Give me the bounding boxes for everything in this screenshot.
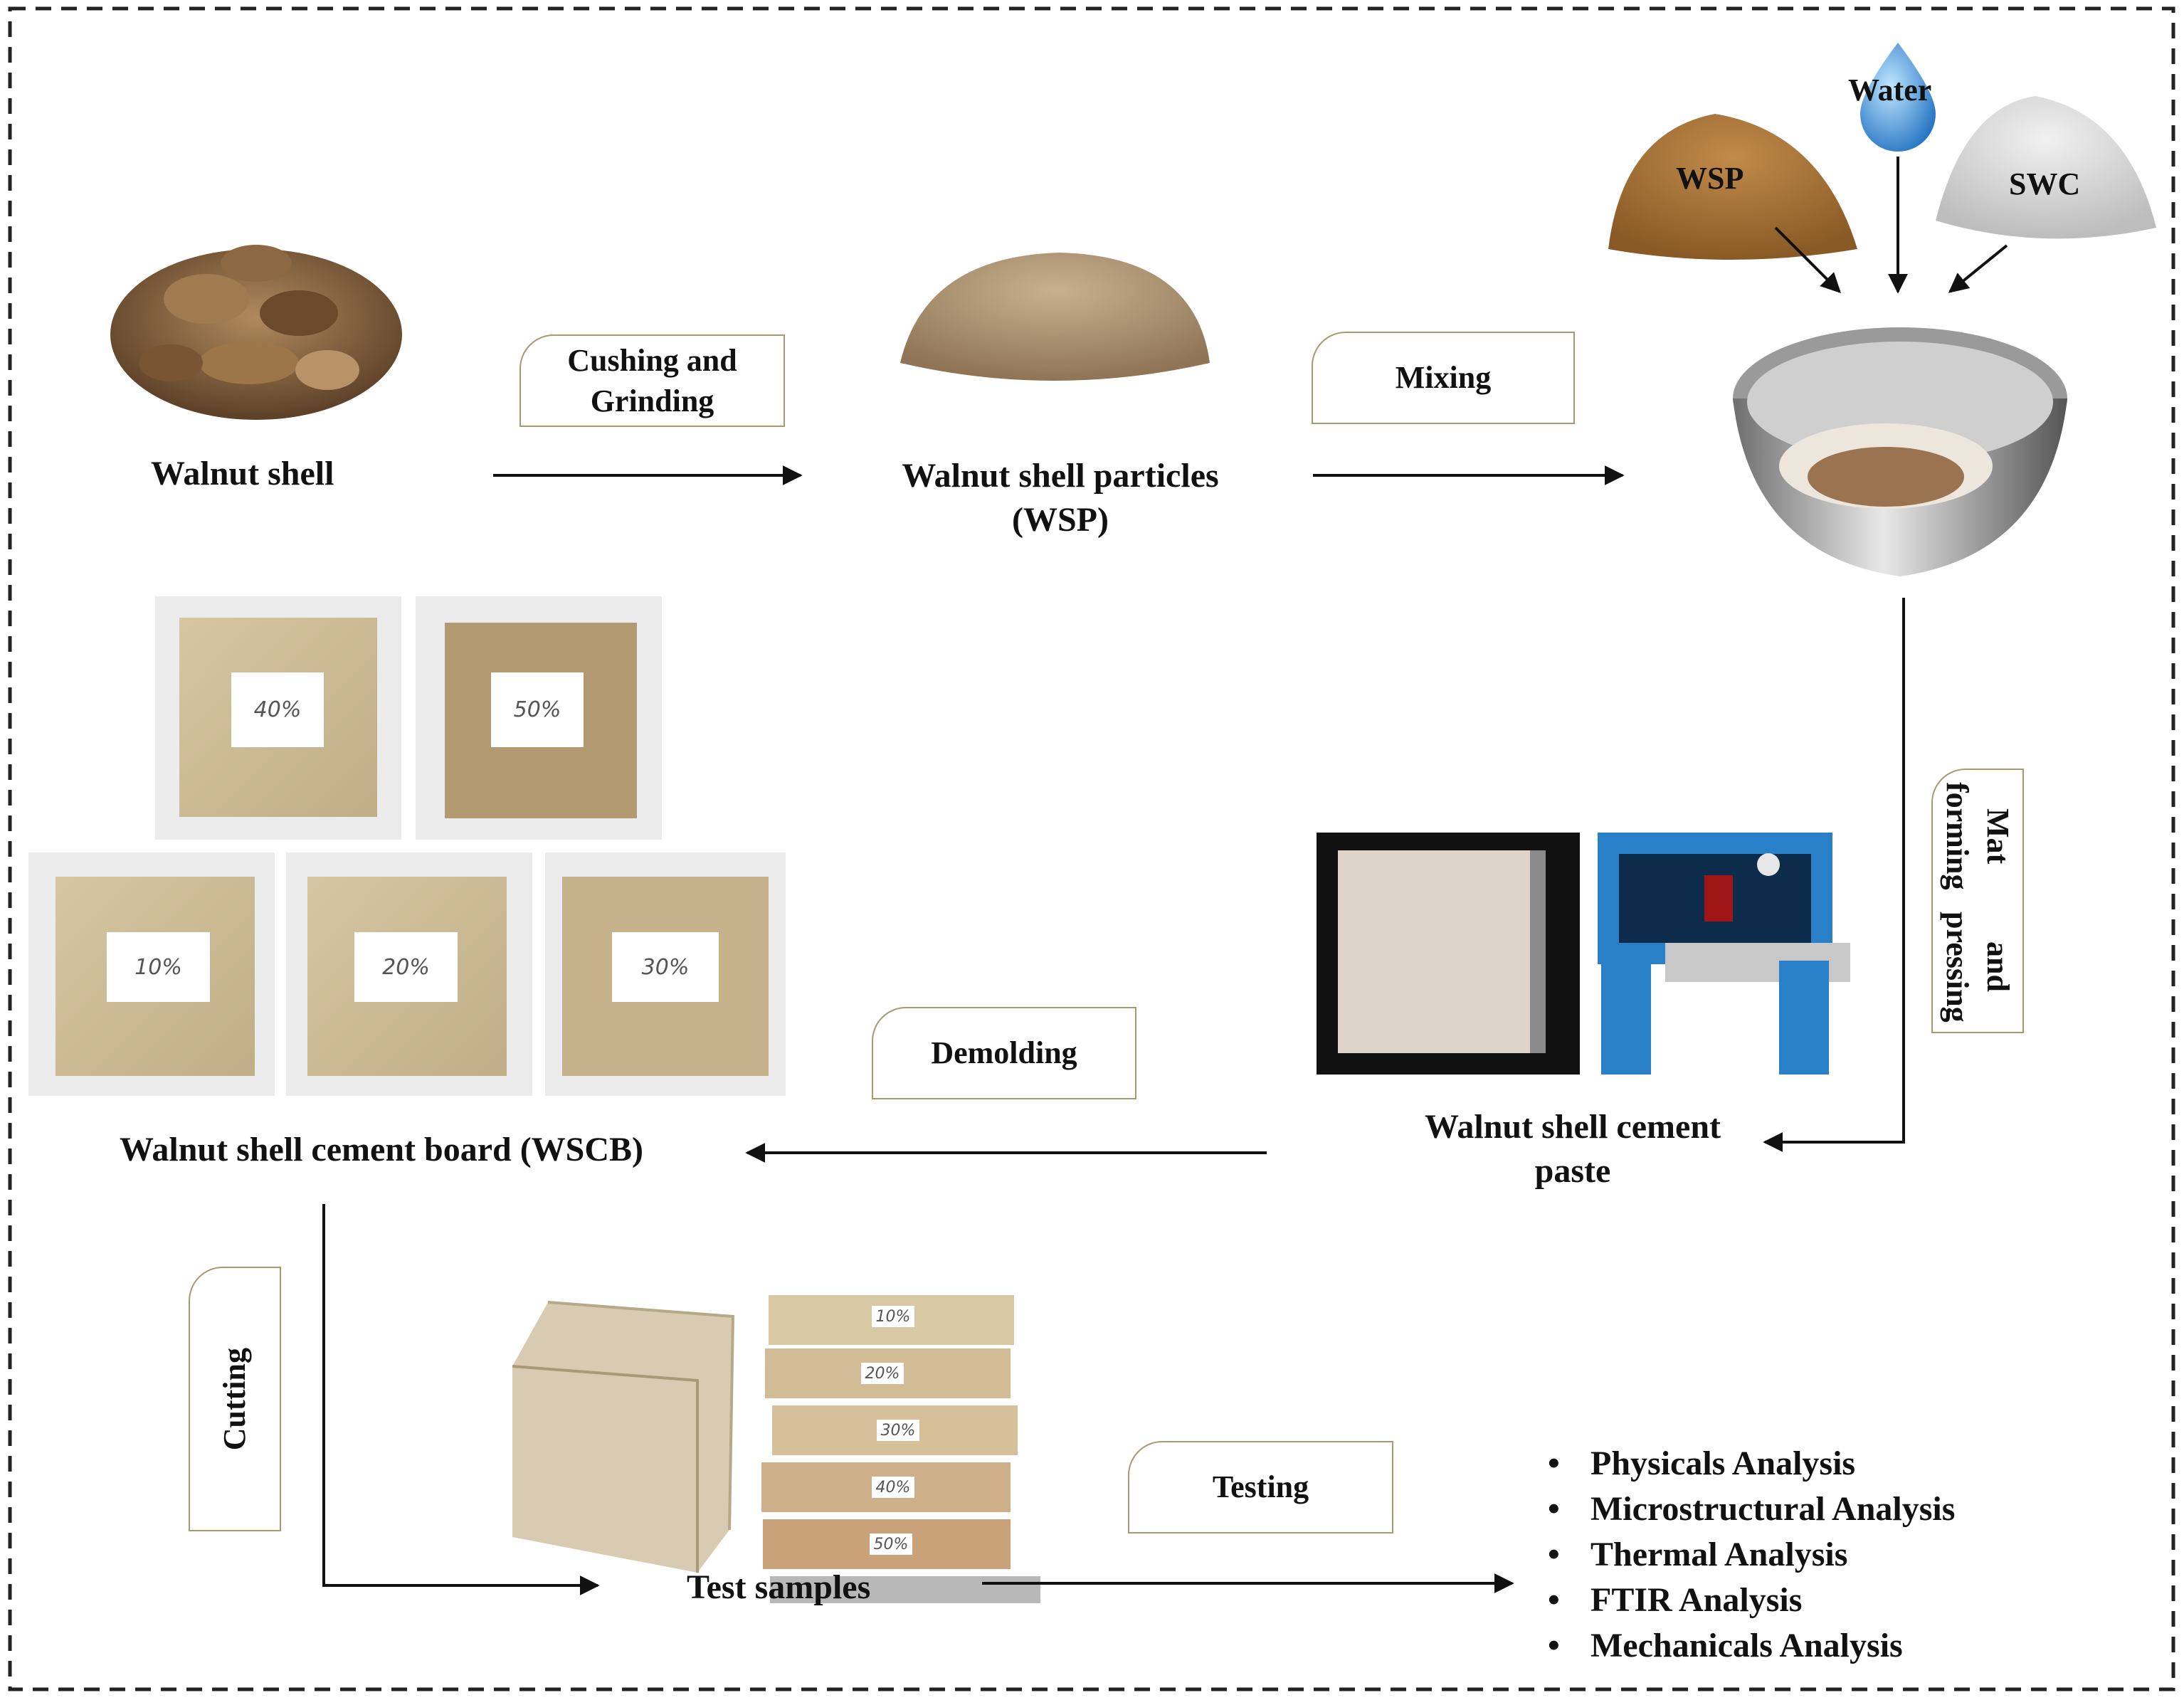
paste-label-line1: Walnut shell cement (1425, 1108, 1721, 1146)
paste-tray-image (1317, 833, 1580, 1075)
test-samples-label: Test samples (687, 1568, 871, 1606)
step-mat-forming-pressing: Mat forming and pressing (1931, 769, 2024, 1033)
arrow-wsp-to-bowl-ingredient (1774, 226, 1841, 293)
board-label-20: 20% (354, 932, 458, 1002)
analysis-item: •FTIR Analysis (1548, 1581, 1803, 1619)
water-label: Water (1848, 73, 1932, 107)
wscb-label: Walnut shell cement board (WSCB) (120, 1131, 644, 1168)
analysis-item: •Mechanicals Analysis (1548, 1627, 1903, 1664)
analysis-physical: Physicals Analysis (1590, 1445, 1856, 1482)
wsp-label-line1: Walnut shell particles (902, 457, 1219, 495)
board-label-40: 40% (231, 672, 324, 747)
step-cutting-text: Cutting (217, 1347, 253, 1451)
sample-label-50: 50% (870, 1533, 912, 1555)
mixing-bowl-image (1733, 327, 2067, 576)
wsp-ingredient-label: WSP (1676, 161, 1744, 196)
analysis-microstructural: Microstructural Analysis (1590, 1490, 1956, 1528)
arrow-wscb-to-samples (322, 1204, 600, 1595)
step-crushing-line1: Cushing and (567, 342, 737, 378)
board-label-50: 50% (491, 672, 584, 747)
walnut-shell-image (110, 245, 402, 420)
arrow-bowl-to-paste (1763, 598, 1905, 1152)
analysis-item: •Microstructural Analysis (1548, 1490, 1956, 1528)
step-mat-forming-line2: and pressing (1940, 911, 2016, 1023)
board-label-30: 30% (612, 932, 719, 1002)
hydraulic-press-image (1598, 833, 1850, 1075)
dashed-border (8, 6, 2175, 1691)
analysis-mechanical: Mechanicals Analysis (1590, 1627, 1903, 1664)
analysis-item: •Physicals Analysis (1548, 1445, 1856, 1482)
analysis-thermal: Thermal Analysis (1590, 1536, 1848, 1573)
paste-label: Walnut shell cement paste (1405, 1105, 1740, 1194)
sample-label-20: 20% (861, 1363, 904, 1384)
step-mat-forming-line1: Mat forming (1940, 781, 2016, 890)
swc-ingredient-image (1936, 96, 2156, 239)
arrow-swc-to-bowl (1948, 244, 2008, 293)
wsp-label: Walnut shell particles (WSP) (879, 454, 1242, 543)
walnut-shell-label: Walnut shell (151, 455, 334, 492)
step-mixing: Mixing (1312, 332, 1575, 424)
sample-label-10: 10% (872, 1306, 914, 1327)
wsp-ingredient-image (1608, 114, 1857, 260)
step-demolding: Demolding (872, 1007, 1136, 1099)
step-crushing-grinding: Cushing and Grinding (519, 334, 785, 427)
test-sample-strips-image (761, 1295, 1040, 1603)
water-drop-image (1860, 43, 1936, 152)
analysis-item: •Thermal Analysis (1548, 1536, 1848, 1573)
board-photos (28, 596, 786, 1096)
board-label-10: 10% (107, 932, 210, 1002)
wsp-label-line2: (WSP) (1012, 501, 1109, 539)
step-cutting: Cutting (189, 1267, 281, 1531)
test-sample-blocks-image (512, 1301, 735, 1573)
sample-label-30: 30% (877, 1420, 919, 1441)
paste-label-line2: paste (1534, 1152, 1611, 1190)
swc-ingredient-label: SWC (2009, 167, 2081, 201)
sample-label-40: 40% (872, 1477, 914, 1498)
analyses-list: •Physicals Analysis •Microstructural Ana… (1548, 1441, 1955, 1669)
analysis-ftir: FTIR Analysis (1590, 1581, 1803, 1619)
step-testing: Testing (1128, 1441, 1393, 1533)
wsp-pile-image (900, 253, 1210, 381)
step-crushing-line2: Grinding (590, 384, 714, 418)
